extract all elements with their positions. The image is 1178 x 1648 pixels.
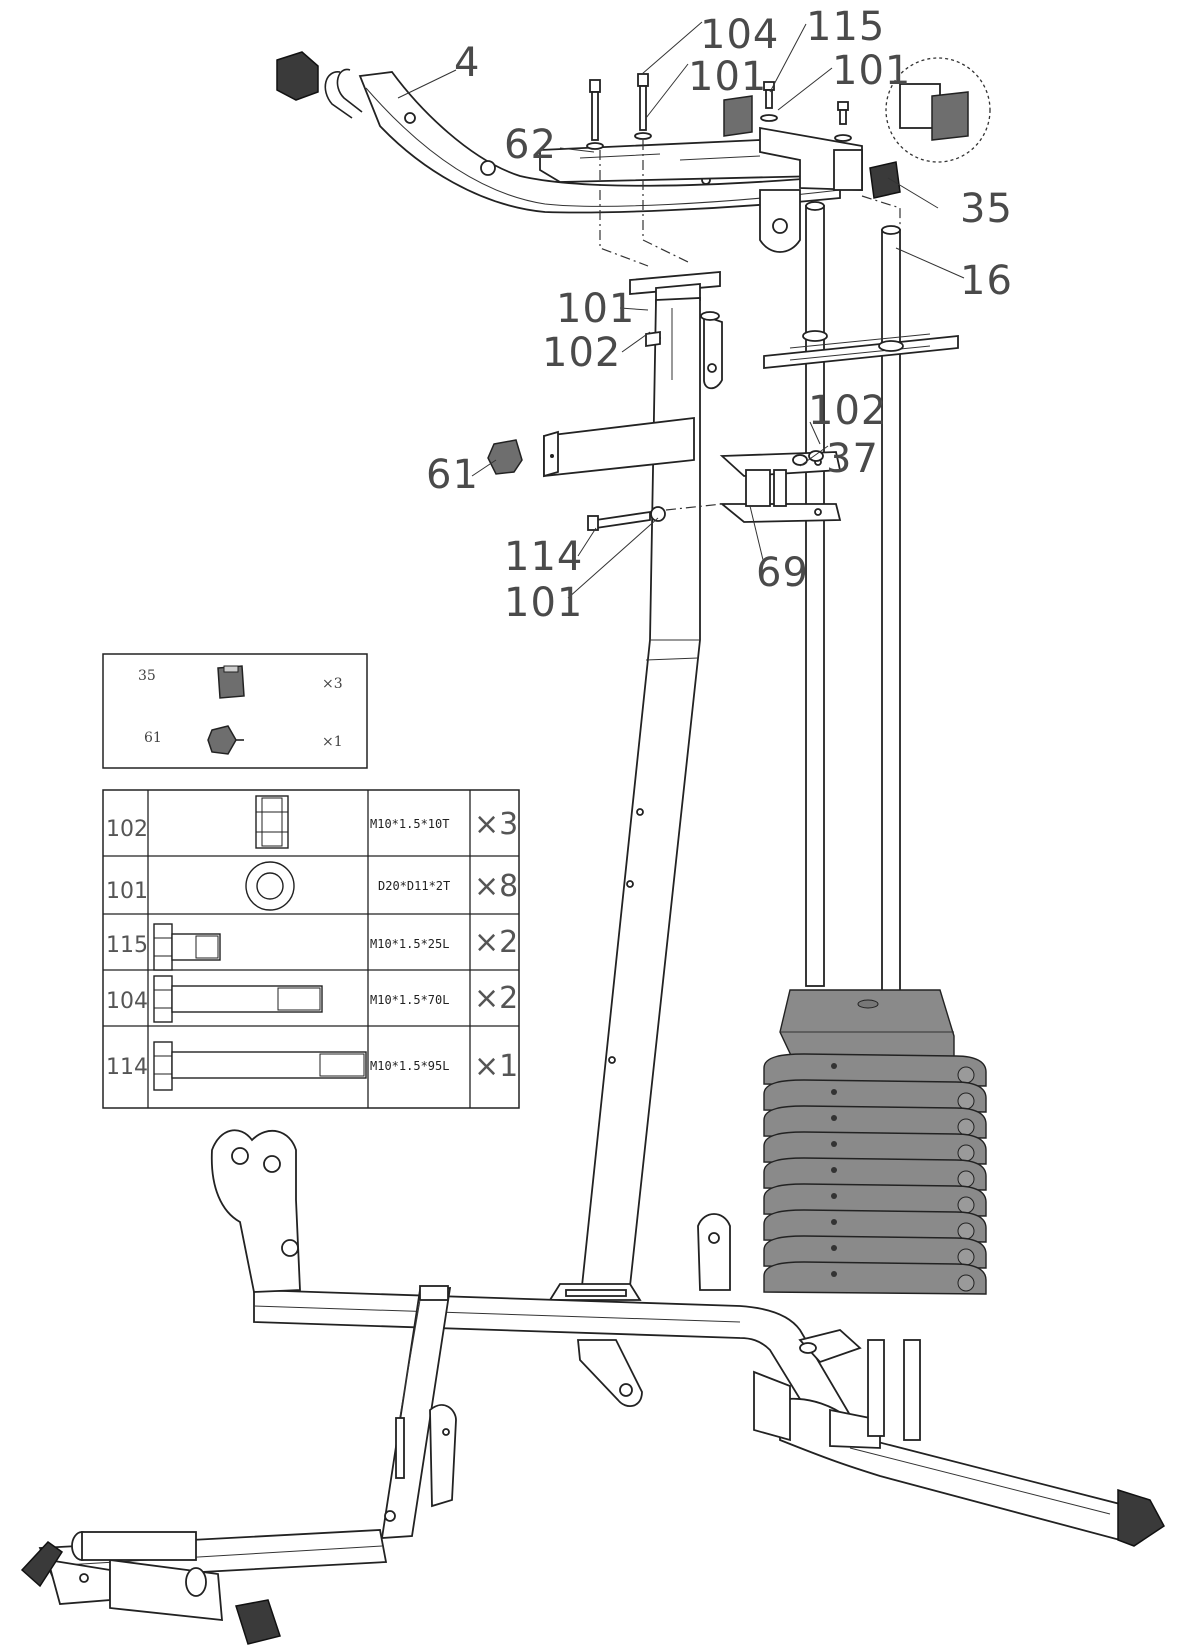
- table-part-spec: M10*1.5*10T: [370, 817, 449, 831]
- weight-plate: [763, 1131, 987, 1165]
- knob-61-icon: [207, 725, 237, 755]
- side-arm-with-knob: [487, 416, 695, 478]
- plate-rivet: [831, 1271, 837, 1277]
- table-part-qty: ×8: [474, 869, 518, 904]
- crossbar-square-end: [833, 149, 863, 191]
- arm-end-cap: [276, 51, 319, 101]
- foot-cap-rear: [1117, 1488, 1165, 1547]
- left-pulley-bracket: [210, 1129, 301, 1293]
- callout-101: 101: [504, 580, 583, 626]
- callout-35: 35: [960, 186, 1013, 232]
- table-part-qty: ×1: [474, 1049, 518, 1084]
- plate-pin-hole: [957, 1196, 975, 1214]
- callout-104: 104: [700, 12, 779, 58]
- plate-pin-hole: [957, 1222, 975, 1240]
- plate-rivet: [831, 1245, 837, 1251]
- table-part-id: 114: [106, 1055, 148, 1080]
- weight-plate: [763, 1079, 987, 1113]
- table-part-spec: M10*1.5*70L: [370, 993, 449, 1007]
- plate-pin-hole: [957, 1066, 975, 1084]
- table-part-spec: M10*1.5*25L: [370, 937, 449, 951]
- callout-69: 69: [756, 550, 809, 596]
- plate-pin-hole: [957, 1170, 975, 1188]
- table-part-qty: ×3: [474, 807, 518, 842]
- washer-icon: [245, 861, 295, 911]
- plate-rivet: [831, 1167, 837, 1173]
- plate-pin-hole: [957, 1274, 975, 1292]
- plate-rivet: [831, 1089, 837, 1095]
- weight-plate: [763, 1105, 987, 1139]
- bracket-69: [587, 450, 842, 531]
- foot-cap-front-right: [235, 1599, 281, 1645]
- callout-101: 101: [832, 48, 911, 94]
- arm-hook: [324, 68, 363, 119]
- kit-box: 35 ×3 61 ×1: [102, 653, 368, 769]
- table-part-spec: D20*D11*2T: [378, 879, 450, 893]
- callout-16: 16: [960, 258, 1013, 304]
- callout-115: 115: [806, 4, 885, 50]
- end-cap-35-right: [869, 161, 901, 199]
- callout-114: 114: [504, 534, 583, 580]
- table-part-id: 104: [106, 989, 148, 1014]
- end-cap-35-top: [723, 95, 753, 137]
- weight-plates: [763, 1053, 987, 1295]
- table-part-qty: ×2: [474, 981, 518, 1016]
- callout-61: 61: [426, 452, 479, 498]
- callout-101: 101: [688, 54, 767, 100]
- kit-item-qty: ×1: [322, 734, 343, 750]
- knob-61: [487, 439, 523, 475]
- plate-pin-hole: [957, 1118, 975, 1136]
- kit-item-id: 35: [138, 668, 156, 684]
- table-part-id: 115: [106, 933, 148, 958]
- nut-icon: [255, 795, 289, 849]
- hardware-table: 102 M10*1.5*10T ×3 101 D20*D11*2T ×8 115…: [102, 789, 520, 1109]
- plate-rivet: [831, 1193, 837, 1199]
- callout-37: 37: [826, 436, 879, 482]
- table-part-qty: ×2: [474, 925, 518, 960]
- plate-pin-hole: [957, 1092, 975, 1110]
- callout-102: 102: [808, 388, 887, 434]
- weight-plate: [763, 1183, 987, 1217]
- plate-pin-hole: [957, 1144, 975, 1162]
- bolt-104-icon: [153, 975, 323, 1023]
- guide-rods-16: [763, 201, 959, 1001]
- bolt-115-icon: [153, 923, 221, 971]
- table-part-id: 101: [106, 879, 148, 904]
- detail-zoom-circle: [885, 57, 991, 163]
- table-part-id: 102: [106, 817, 148, 842]
- plate-rivet: [831, 1141, 837, 1147]
- table-part-spec: M10*1.5*95L: [370, 1059, 449, 1073]
- plate-rivet: [831, 1219, 837, 1225]
- plate-rivet: [831, 1115, 837, 1121]
- base-frame: [20, 1129, 1165, 1645]
- weight-plate: [763, 1235, 987, 1269]
- guide-rod-left: [805, 205, 825, 987]
- weight-plate: [763, 1261, 987, 1295]
- top-arm-part-4: [276, 51, 863, 253]
- plate-rivet: [831, 1063, 837, 1069]
- kit-item-qty: ×3: [322, 676, 343, 692]
- callout-101: 101: [556, 286, 635, 332]
- plate-pin-hole: [957, 1248, 975, 1266]
- foot-cap-front-left: [20, 1541, 64, 1588]
- callout-102: 102: [542, 330, 621, 376]
- callout-62: 62: [504, 122, 557, 168]
- callout-4: 4: [454, 40, 480, 86]
- bolt-114-icon: [153, 1041, 367, 1091]
- weight-stack: [763, 989, 987, 1295]
- weight-plate: [763, 1209, 987, 1243]
- bolt-114: [595, 510, 651, 530]
- weight-plate: [763, 1157, 987, 1191]
- weight-plate: [763, 1053, 987, 1087]
- callout-labels: 4 104 101 115 101 62 35 16 101 102 102 3…: [426, 4, 1013, 626]
- leader-lines: [397, 21, 965, 599]
- kit-item-id: 61: [144, 730, 162, 746]
- top-hardware: [586, 73, 901, 267]
- main-upright: [581, 271, 723, 1287]
